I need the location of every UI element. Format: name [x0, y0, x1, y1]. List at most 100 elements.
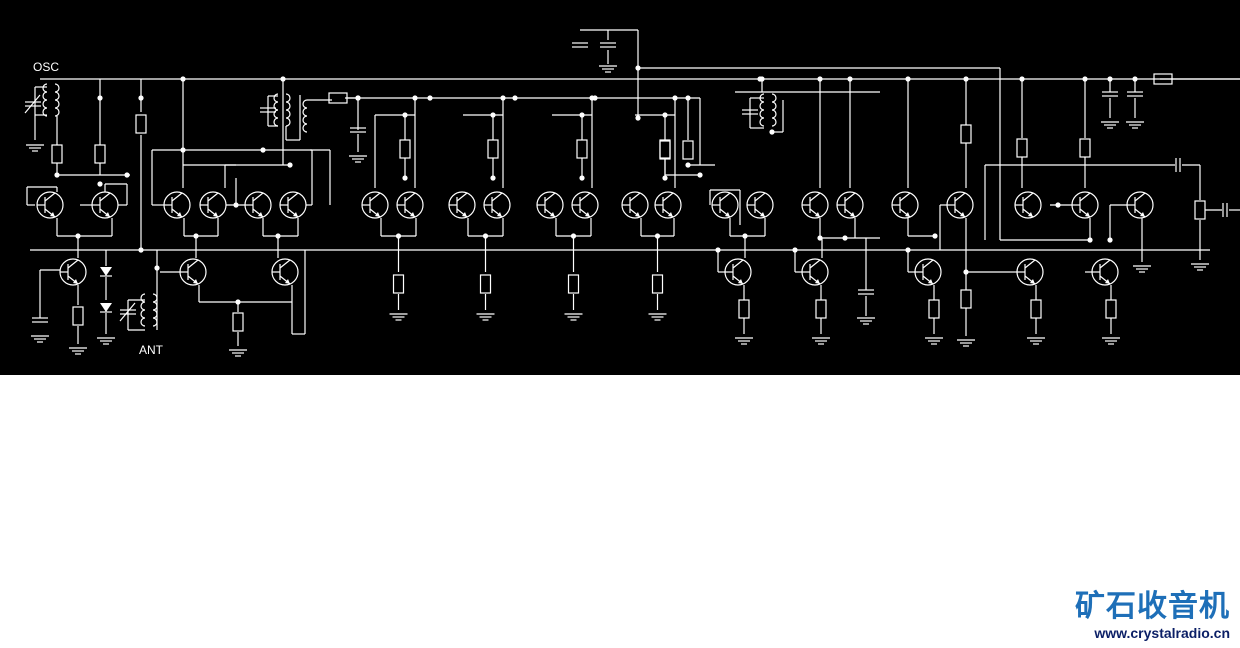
- wires: [26, 29, 1240, 346]
- inductor-coil: [140, 293, 146, 327]
- npn-transistor: [891, 191, 919, 219]
- junction-dot: [592, 95, 598, 101]
- junction-dot: [847, 76, 853, 82]
- ground-symbol: [1191, 263, 1209, 271]
- ground-symbol: [1133, 265, 1151, 273]
- junction-dot: [260, 147, 266, 153]
- resistor: [1079, 138, 1091, 158]
- junction-dot: [500, 95, 506, 101]
- resistor: [928, 299, 940, 319]
- resistor: [232, 312, 244, 332]
- variable-capacitor: [24, 94, 41, 114]
- junction-dot: [963, 269, 969, 275]
- ground-symbol: [69, 347, 87, 355]
- junction-dot: [233, 202, 239, 208]
- junction-dot: [355, 95, 361, 101]
- npn-transistor: [279, 191, 307, 219]
- watermark-site-name: 矿石收音机: [1075, 589, 1230, 624]
- components: [24, 42, 1228, 357]
- npn-transistor: [746, 191, 774, 219]
- ant-label: ANT: [139, 343, 164, 357]
- inductor-coil: [302, 99, 308, 133]
- junction-dot: [817, 76, 823, 82]
- junction-dot: [154, 265, 160, 271]
- ground-symbol: [925, 337, 943, 345]
- junction-dot: [482, 233, 489, 239]
- npn-transistor: [244, 191, 272, 219]
- npn-transistor: [1016, 258, 1044, 286]
- junction-dot: [842, 235, 848, 241]
- junction-dot: [1055, 202, 1061, 208]
- junction-dot: [180, 147, 186, 153]
- npn-transistor: [571, 191, 599, 219]
- junction-dot: [1107, 76, 1113, 82]
- junction-dot: [402, 112, 408, 118]
- junction-dot: [963, 76, 969, 82]
- npn-transistor: [271, 258, 299, 286]
- npn-transistor: [179, 258, 207, 286]
- ground-symbol: [735, 337, 753, 345]
- npn-transistor: [1091, 258, 1119, 286]
- junction-dot: [905, 247, 911, 253]
- junction-dot: [570, 233, 577, 239]
- resistor: [392, 274, 405, 294]
- npn-transistor: [711, 191, 739, 219]
- npn-transistor: [163, 191, 191, 219]
- npn-transistor: [59, 258, 87, 286]
- capacitor: [260, 107, 276, 113]
- junction-dot: [427, 95, 433, 101]
- npn-transistor: [396, 191, 424, 219]
- junction-dot: [138, 247, 144, 253]
- junction-dot: [1132, 76, 1138, 82]
- capacitor: [1222, 203, 1228, 217]
- inductor-coil: [771, 93, 777, 127]
- junction-dot: [54, 172, 60, 178]
- capacitor: [1127, 91, 1143, 97]
- ground-symbol: [31, 335, 49, 343]
- junction-dot: [1019, 76, 1025, 82]
- npn-transistor: [946, 191, 974, 219]
- ground-symbol: [26, 144, 44, 152]
- junction-dot: [742, 233, 748, 239]
- junction-dot: [672, 95, 678, 101]
- schematic-panel: OSC ANT: [0, 0, 1240, 375]
- npn-transistor: [654, 191, 682, 219]
- resistor: [399, 139, 411, 159]
- junction-dot: [180, 76, 186, 82]
- capacitor: [600, 42, 616, 48]
- junction-dots: [54, 65, 1138, 305]
- junction-dot: [685, 162, 691, 168]
- ground-symbol: [564, 313, 583, 321]
- resistor: [479, 274, 492, 294]
- capacitor: [32, 317, 48, 323]
- junction-dot: [275, 233, 281, 239]
- ground-symbol: [349, 155, 367, 163]
- junction-dot: [1087, 237, 1093, 243]
- junction-dot: [124, 172, 130, 178]
- diode: [100, 267, 112, 277]
- resistor: [576, 139, 588, 159]
- junction-dot: [97, 181, 103, 187]
- resistor: [72, 306, 84, 326]
- npn-transistor: [1071, 191, 1099, 219]
- junction-dot: [769, 129, 775, 135]
- resistor: [328, 92, 348, 104]
- resistor: [1016, 138, 1028, 158]
- ground-symbol: [1102, 337, 1120, 345]
- capacitor: [1175, 158, 1181, 172]
- junction-dot: [662, 175, 668, 181]
- variable-capacitor: [119, 302, 136, 322]
- resistor: [738, 299, 750, 319]
- junction-dot: [138, 95, 144, 101]
- resistor: [567, 274, 580, 294]
- npn-transistor: [836, 191, 864, 219]
- resistor: [960, 124, 972, 144]
- inductor-coil: [759, 93, 765, 127]
- ground-symbol: [1126, 121, 1144, 129]
- junction-dot: [579, 175, 585, 181]
- junction-dot: [757, 76, 763, 82]
- resistor: [135, 114, 147, 134]
- ground-symbol: [812, 337, 830, 345]
- npn-transistor: [1126, 191, 1154, 219]
- junction-dot: [75, 233, 81, 239]
